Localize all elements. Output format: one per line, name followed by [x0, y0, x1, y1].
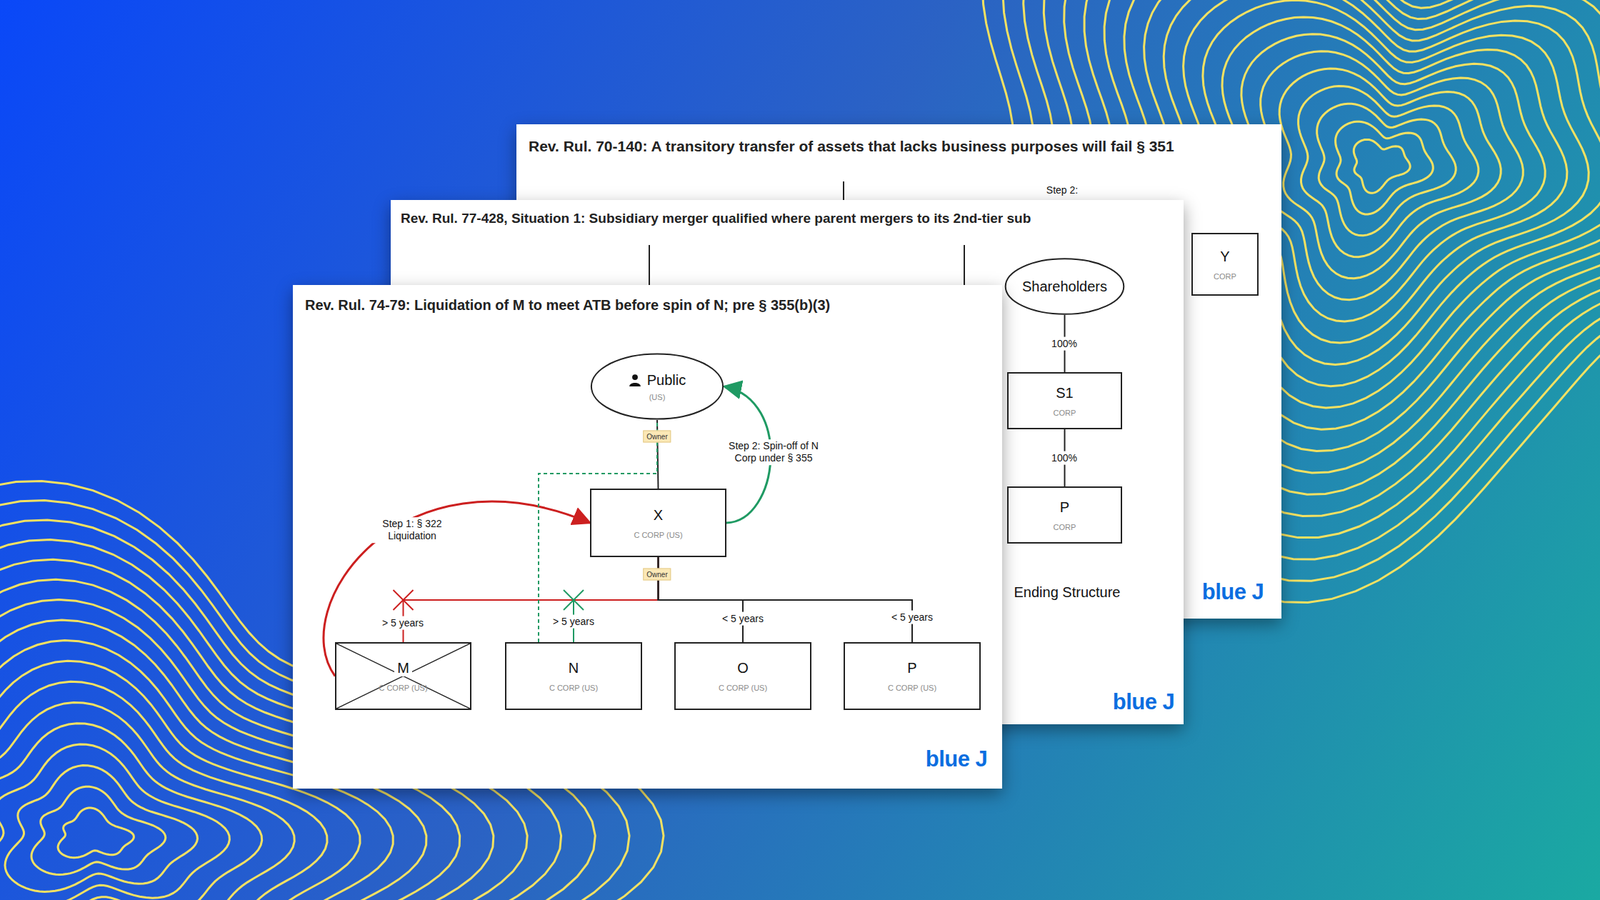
entity-box: O C CORP (US) [674, 642, 812, 710]
wave-line [1335, 121, 1434, 215]
entity-box: X C CORP (US) [590, 488, 727, 558]
owner-tag: Owner [642, 430, 671, 443]
entity-ellipse: Public (US) [590, 352, 725, 420]
entity-type: C CORP (US) [549, 683, 598, 693]
brand-logo: blue J [1202, 579, 1265, 605]
entity-type: C CORP (US) [887, 683, 937, 693]
cut-mark [563, 590, 584, 610]
person-icon [628, 373, 642, 387]
cross-line [336, 643, 470, 709]
edge-label: > 5 years [380, 616, 426, 630]
wave-line [0, 744, 230, 900]
wave-line [1002, 0, 1600, 581]
entity-type: C CORP (US) [378, 683, 428, 693]
edge-label: < 5 years [720, 612, 766, 626]
person-body [629, 382, 641, 387]
entity-name: Shareholders [1022, 277, 1108, 295]
edge-label: > 5 years [550, 615, 597, 629]
entity-type: C CORP (US) [633, 530, 683, 540]
entity-name: Public [647, 371, 686, 389]
wave-line [1279, 68, 1501, 279]
entity-box: P CORP [1007, 486, 1123, 544]
wave-line [0, 723, 263, 900]
cut-mark [393, 590, 414, 610]
card-title: Rev. Rul. 70-140: A transitory transfer … [528, 137, 1175, 156]
entity-name: N [568, 659, 579, 677]
brand-logo: blue J [925, 746, 988, 773]
edge-label: Step 2: Spin-off of N Corp under § 355 [721, 439, 826, 465]
wave-line [1241, 34, 1545, 322]
rule-card: Rev. Rul. 74-79: Liquidation of M to mee… [292, 285, 1003, 789]
entity-box: M C CORP (US) [335, 642, 472, 710]
entity-type: CORP [1213, 272, 1237, 281]
entity-name: O [737, 659, 749, 677]
wave-line [31, 786, 166, 875]
cross-line [336, 643, 470, 709]
name-row: Public [628, 371, 686, 389]
structure-caption: Ending Structure [1012, 582, 1123, 602]
ellipse-shape [1005, 258, 1125, 315]
edge-label: 100% [1049, 451, 1080, 465]
wave-line [1353, 139, 1410, 193]
card-title: Rev. Rul. 77-428, Situation 1: Subsidiar… [400, 210, 1031, 228]
wave-line [982, 0, 1600, 603]
connector [403, 557, 659, 643]
wave-line [5, 765, 198, 893]
entity-type: C CORP (US) [718, 683, 768, 693]
entity-name: X [653, 506, 663, 524]
entity-name: P [907, 659, 917, 677]
entity-box: S1CORP [1007, 372, 1123, 430]
wave-line [0, 702, 295, 900]
entity-ellipse: Shareholders [1004, 257, 1125, 315]
person-head [632, 374, 638, 380]
ellipse-shape [591, 353, 723, 419]
entity-box: P C CORP (US) [843, 642, 981, 710]
entity-type: CORP [1053, 522, 1077, 532]
entity-name: S1 [1055, 384, 1073, 402]
cut-mark [563, 590, 584, 610]
entity-name: P [1060, 498, 1070, 516]
wave-line [1298, 86, 1479, 258]
cut-mark [393, 590, 414, 610]
brand-logo: blue J [1112, 689, 1175, 715]
wave-line [0, 681, 328, 900]
entity-box: Y CORP [1191, 232, 1259, 296]
entity-name: Y [1220, 247, 1230, 265]
entity-box: N C CORP (US) [505, 642, 643, 710]
edge-label: Step 1: § 322 Liquidation [360, 517, 465, 543]
step-note: Step 2: [1044, 183, 1080, 198]
wave-line [1317, 103, 1457, 235]
card-title: Rev. Rul. 74-79: Liquidation of M to mee… [305, 296, 830, 315]
edge-label: 100% [1049, 337, 1080, 351]
owner-tag: Owner [642, 568, 671, 581]
connector [658, 557, 913, 643]
wave-line [1260, 51, 1524, 300]
edge-label: < 5 years [889, 610, 935, 625]
entity-name: M [394, 659, 413, 677]
entity-type: CORP [1053, 408, 1077, 418]
entity-type: (US) [649, 392, 666, 402]
wave-line [57, 807, 134, 858]
